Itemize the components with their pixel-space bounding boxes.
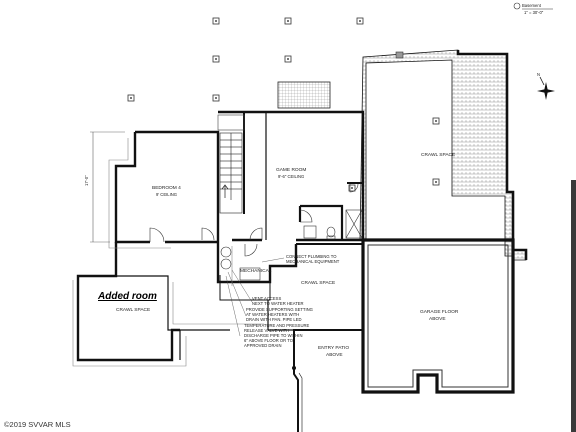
entry-patio-outline (292, 329, 363, 432)
fixtures (220, 51, 404, 281)
dimension-label: 17'-0" (84, 175, 89, 186)
room-label-garage-above: ABOVE (429, 316, 446, 322)
added-room-annotation: Added room (97, 291, 157, 302)
sheet-title-block: Basement 1" = 30'-0" (513, 2, 553, 15)
door-swings (149, 183, 359, 257)
room-label-bedroom4: BEDROOM 4 (152, 185, 181, 191)
note-8: TEMPERATURE AND PRESSURE (244, 323, 310, 328)
note-3: VENT ACCESS (252, 296, 281, 301)
note-5: PROVIDE SUPPORTING SETTING (246, 307, 313, 312)
sheet-scale: 1" = 30'-0" (524, 10, 544, 15)
svg-text:N: N (537, 72, 540, 77)
note-11: 6" ABOVE FLOOR OR TO (244, 338, 294, 343)
room-label-crawl-space-center: CRAWL SPACE (301, 280, 335, 286)
room-label-mechanical: MECHANICAL (240, 268, 272, 274)
main-walls (76, 110, 365, 362)
sheet-title: Basement (522, 3, 542, 8)
room-label-crawl-space-west: CRAWL SPACE (116, 307, 150, 313)
room-ceiling-game-room: 9'-6" CEILING (278, 174, 304, 179)
note-2: MECHANICAL EQUIPMENT (286, 259, 340, 264)
room-label-game-room: GAME ROOM (276, 167, 306, 173)
note-4: NEXT TO WATER HEATER (252, 301, 304, 306)
garage-walls (361, 238, 515, 394)
room-label-entry-patio: ENTRY PATIO (318, 345, 349, 351)
room-label-crawl-space-east: CRAWL SPACE (421, 152, 455, 158)
staircase (217, 114, 245, 214)
note-7: DRAIN WITH PAN. PIPE LED (246, 317, 302, 322)
copyright-watermark: ©2019 SVVAR MLS (4, 420, 71, 429)
note-leaders (225, 257, 285, 337)
note-1: CONNECT PLUMBING TO (286, 254, 337, 259)
room-label-entry-patio-above: ABOVE (326, 352, 343, 358)
right-edge-strip (571, 180, 576, 432)
note-9: RELEASE VALVE WITH (244, 328, 289, 333)
post-markers (127, 17, 440, 192)
note-12: APPROVED DRAIN (244, 343, 281, 348)
window-well-hatch (277, 81, 331, 109)
north-arrow-icon: N (537, 72, 555, 100)
room-ceiling-bedroom4: 9' CEILING (156, 192, 177, 197)
note-10: DISCHARGE PIPE TO WITHIN (244, 333, 302, 338)
room-label-garage-floor: GARAGE FLOOR (420, 309, 459, 315)
note-6: AT WATER HEATERS WITH (246, 312, 299, 317)
dimension-vertical-left: 17'-0" (84, 131, 125, 243)
